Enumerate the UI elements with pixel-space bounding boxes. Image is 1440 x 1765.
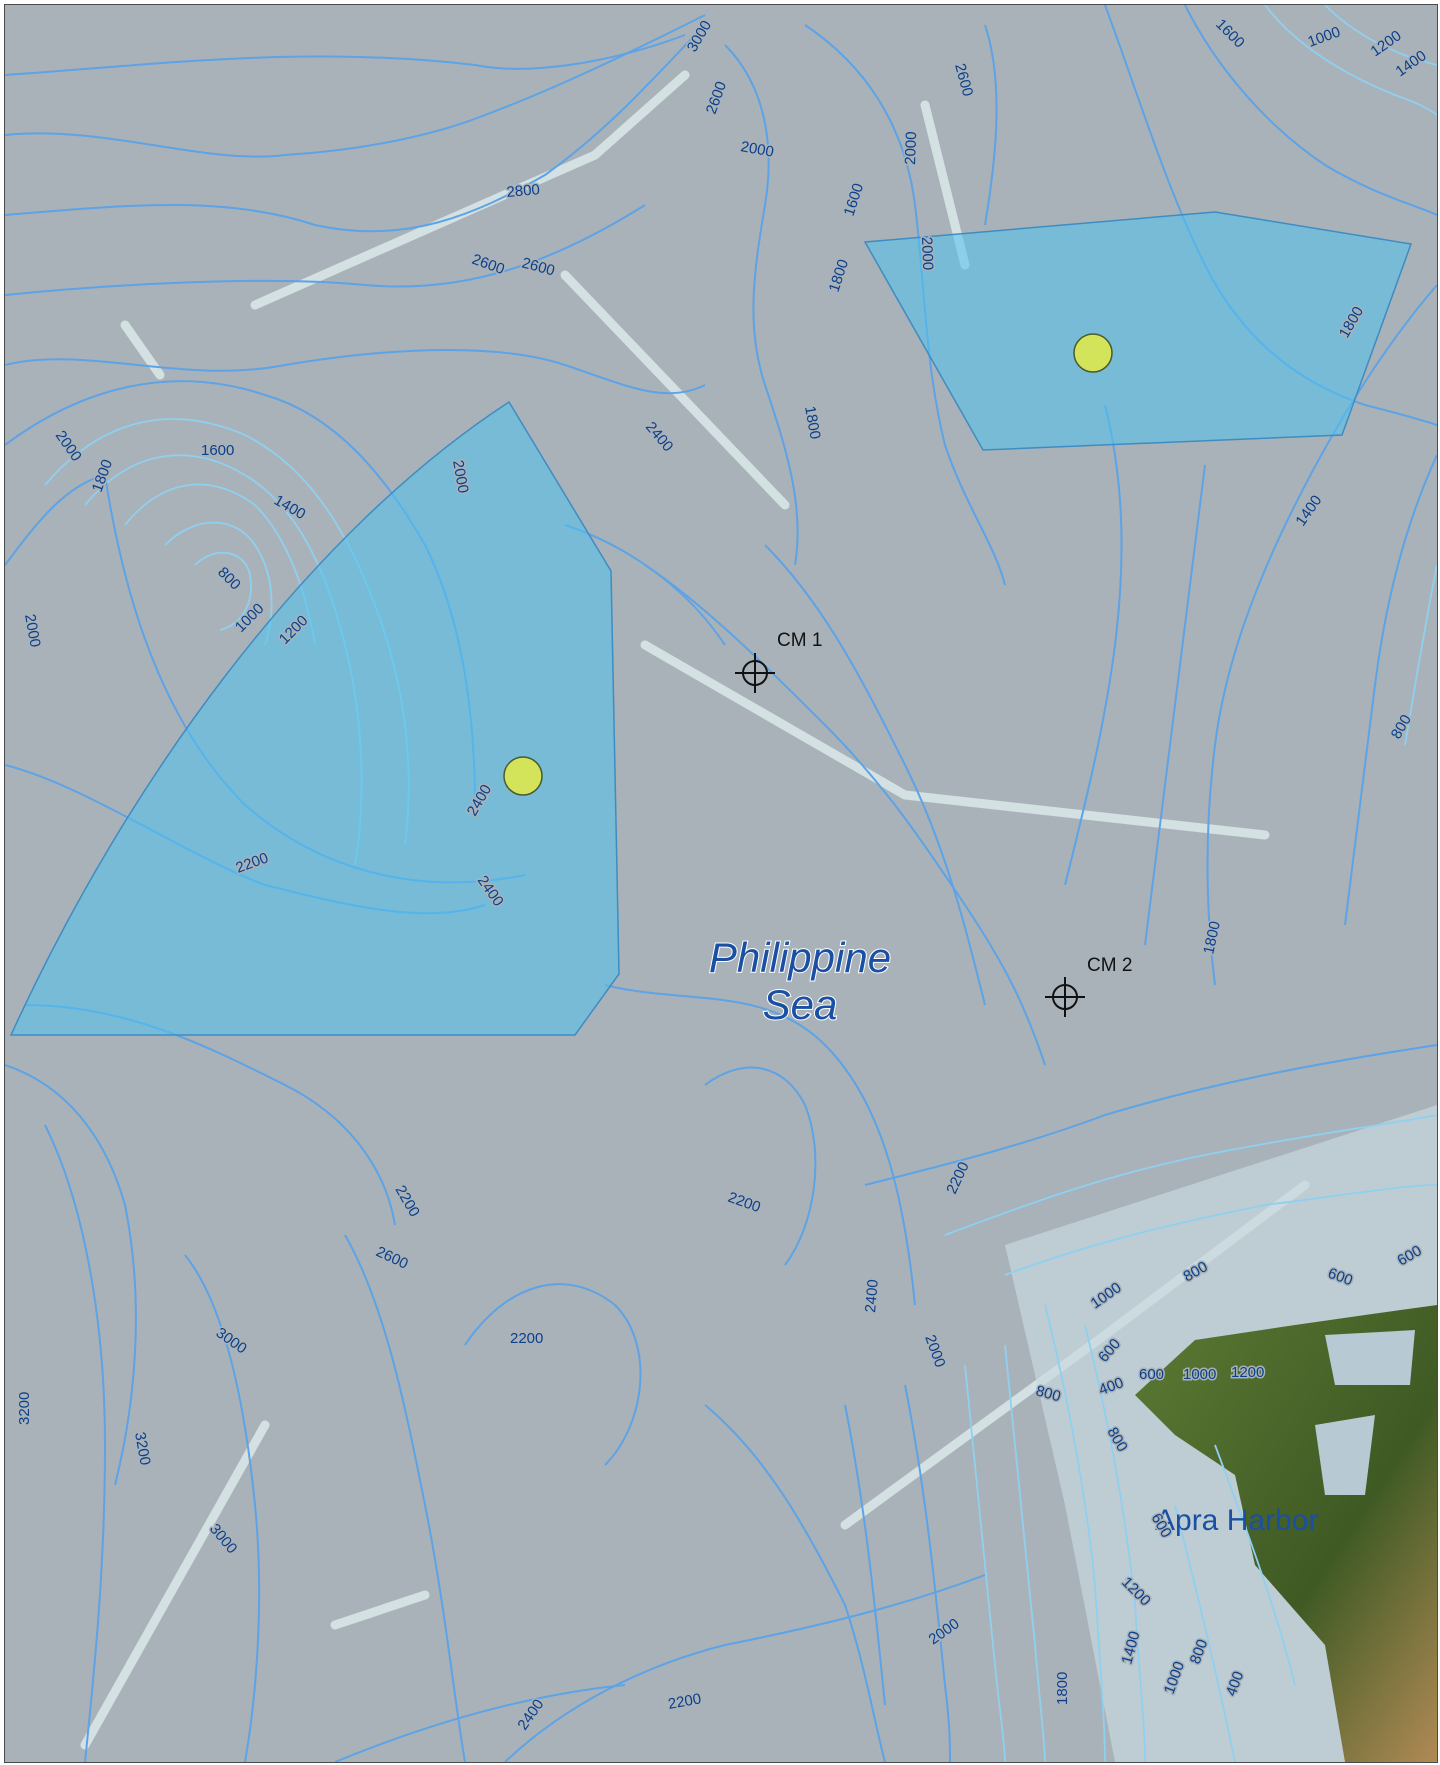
- contour-label: 1000: [1306, 23, 1343, 50]
- contour-label: 1800: [1054, 1672, 1071, 1705]
- marker-label-cm1: CM 1: [777, 630, 822, 651]
- contour-label: 800: [1388, 712, 1415, 742]
- contour-label: 1600: [1212, 16, 1248, 52]
- contour-label: 1800: [801, 405, 824, 441]
- bathymetric-map[interactable]: CM 1 CM 2 Philippine Sea Apra Harbor 300…: [4, 4, 1438, 1763]
- contour-label: 2200: [392, 1183, 423, 1220]
- contour-label: 2000: [21, 613, 44, 649]
- contour-label: 2000: [918, 237, 936, 271]
- crosshair-marker-cm2[interactable]: [1045, 977, 1085, 1017]
- contour-label: 2200: [726, 1189, 763, 1216]
- site-marker-west[interactable]: [503, 756, 543, 796]
- study-zone-west[interactable]: [9, 400, 620, 1036]
- contour-label: 1800: [826, 257, 852, 294]
- study-zone-northeast[interactable]: [863, 211, 1413, 451]
- marker-label-cm2: CM 2: [1087, 955, 1132, 976]
- contour-label: 1200: [1368, 27, 1405, 60]
- contour-label: 3200: [16, 1392, 33, 1425]
- land-patch: [1315, 1415, 1375, 1495]
- contour-label: 2600: [703, 79, 730, 116]
- sea-label: Philippine: [709, 934, 891, 981]
- contour-label: 1600: [841, 181, 867, 218]
- contour-label: 3000: [206, 1521, 240, 1557]
- contour-label: 2000: [902, 131, 920, 165]
- contour-label: 2600: [520, 254, 557, 279]
- map-canvas: CM 1 CM 2 Philippine Sea Apra Harbor 300…: [5, 5, 1437, 1762]
- land-patch: [1325, 1330, 1415, 1385]
- contour-label: 3000: [213, 1324, 250, 1357]
- contour-label: 2600: [373, 1243, 410, 1273]
- contour-label: 1400: [271, 492, 308, 523]
- contour-label: 2400: [862, 1279, 882, 1314]
- contour-label: 2000: [739, 138, 775, 161]
- contour-label: 2200: [667, 1690, 703, 1713]
- contour-label: 2200: [510, 1330, 543, 1347]
- contour-label: 1000: [1183, 1366, 1216, 1383]
- sea-label-line2: Sea: [763, 981, 838, 1028]
- contour-label: 1800: [89, 457, 116, 494]
- contour-label: 2000: [52, 428, 85, 465]
- contour-label: 800: [214, 564, 244, 594]
- site-marker-northeast[interactable]: [1073, 333, 1113, 373]
- contour-label: 1400: [1292, 492, 1325, 529]
- contour-label: 2000: [921, 1333, 948, 1370]
- contour-label: 2800: [506, 181, 541, 201]
- contour-label: 1200: [1231, 1364, 1264, 1381]
- contour-label: 1800: [1200, 920, 1224, 956]
- contour-label: 3200: [131, 1431, 154, 1467]
- contour-label: 2400: [642, 419, 676, 455]
- contour-label: 2000: [926, 1615, 963, 1648]
- contour-label: 600: [1139, 1366, 1164, 1383]
- contour-label: 2600: [951, 62, 976, 99]
- contour-label: 2600: [470, 251, 507, 278]
- crosshair-marker-cm1[interactable]: [735, 653, 775, 693]
- place-label: Apra Harbor: [1155, 1504, 1318, 1537]
- contour-label: 1600: [201, 442, 234, 459]
